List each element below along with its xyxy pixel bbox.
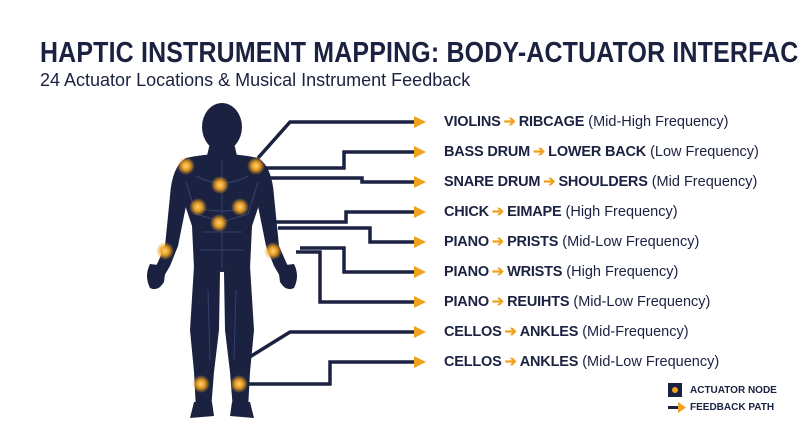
page-subtitle: 24 Actuator Locations & Musical Instrume… [40,70,471,90]
arrow-head [414,176,426,188]
arrow-icon: ➔ [491,234,505,250]
path-piano-3 [296,250,416,304]
actuator-node [211,176,229,194]
arrow-head [414,206,426,218]
actuator-node [192,375,210,393]
arrow-head [414,116,426,128]
instrument-name: CHICK [444,204,489,220]
path-cellos-2 [248,360,416,386]
legend-node-icon [668,383,682,397]
left-hand-shape [147,264,166,290]
actuator-node [210,214,228,232]
legend-node-label: ACTUATOR NODE [690,385,777,396]
body-location: REUIHTS [507,294,570,310]
frequency-detail: (Mid-Low Frequency) [582,354,720,370]
instrument-name: BASS DRUM [444,144,531,160]
path-hihat [262,210,416,224]
mapping-label: CELLOS➔ANKLES (Mid-Low Frequency) [444,352,719,372]
frequency-detail: (Mid Frequency) [651,174,758,190]
frequency-detail: (Mid-High Frequency) [588,114,729,130]
path-piano-1 [278,226,416,244]
body-location: RIBCAGE [518,114,585,130]
arrow-icon: ➔ [491,264,505,280]
page-title: HAPTIC INSTRUMENT MAPPING: BODY-ACTUATOR… [40,37,800,69]
mapping-label: BASS DRUM➔LOWER BACK (Low Frequency) [444,142,759,162]
left-leg-shape [190,266,220,410]
head-shape [202,103,242,151]
frequency-detail: (Mid-Frequency) [582,324,689,340]
arrow-head [414,296,426,308]
actuator-nodes [156,157,282,393]
mapping-label: CELLOS➔ANKLES (Mid-Frequency) [444,322,689,342]
path-bass-drum [262,150,416,170]
arrow-icon: ➔ [543,174,556,190]
path-violins [256,120,416,160]
right-foot-shape [230,402,254,418]
left-arm-shape [150,158,186,283]
arrow-head [414,236,426,248]
mapping-label: CHICK➔EIMAPE (High Frequency) [444,202,678,222]
path-cellos-1 [231,330,416,370]
body-location: SHOULDERS [558,174,648,190]
actuator-node [189,198,207,216]
arrow-icon: ➔ [491,204,505,220]
arrow-icon: ➔ [504,324,517,340]
mapping-label: SNARE DRUM➔SHOULDERS (Mid Frequency) [444,172,757,192]
arrow-head [414,146,426,158]
actuator-node [231,198,249,216]
instrument-name: VIOLINS [444,114,501,130]
legend-path-label: FEEDBACK PATH [690,402,775,413]
frequency-detail: (High Frequency) [565,204,678,220]
actuator-node [247,157,265,175]
frequency-detail: (Mid-Low Frequency) [562,234,700,250]
actuator-node [264,242,282,260]
arrow-icon: ➔ [504,354,517,370]
instrument-name: PIANO [444,234,489,250]
mapping-label: PIANO➔WRISTS (High Frequency) [444,262,678,282]
arrow-heads [414,116,426,368]
frequency-detail: (High Frequency) [566,264,679,280]
instrument-name: CELLOS [444,324,502,340]
body-location: ANKLES [519,324,579,340]
mapping-label: PIANO➔PRISTS (Mid-Low Frequency) [444,232,699,252]
actuator-node [230,375,248,393]
body-location: EIMAPE [507,204,562,220]
frequency-detail: (Low Frequency) [650,144,759,160]
instrument-name: PIANO [444,294,489,310]
arrow-head [414,326,426,338]
arrow-icon: ➔ [533,144,546,160]
body-location: PRISTS [507,234,559,250]
actuator-node [177,157,195,175]
instrument-name: SNARE DRUM [444,174,541,190]
right-hand-shape [278,264,297,290]
legend-path-glyph [668,402,686,413]
arrow-head [414,266,426,278]
arrow-icon: ➔ [491,294,505,310]
instrument-name: PIANO [444,264,489,280]
body-location: ANKLES [519,354,579,370]
arrow-icon: ➔ [503,114,516,130]
mapping-label: VIOLINS➔RIBCAGE (Mid-High Frequency) [444,112,728,132]
arrow-head [414,356,426,368]
body-location: LOWER BACK [548,144,647,160]
feedback-paths [231,120,416,386]
left-foot-shape [190,402,214,418]
path-piano-2 [300,246,416,274]
instrument-name: CELLOS [444,354,502,370]
path-snare-drum [262,176,416,184]
right-leg-shape [224,266,254,410]
actuator-node [156,242,174,260]
mapping-label: PIANO➔REUIHTS (Mid-Low Frequency) [444,292,710,312]
body-silhouette [147,103,297,418]
frequency-detail: (Mid-Low Frequency) [573,294,711,310]
body-location: WRISTS [507,264,563,280]
